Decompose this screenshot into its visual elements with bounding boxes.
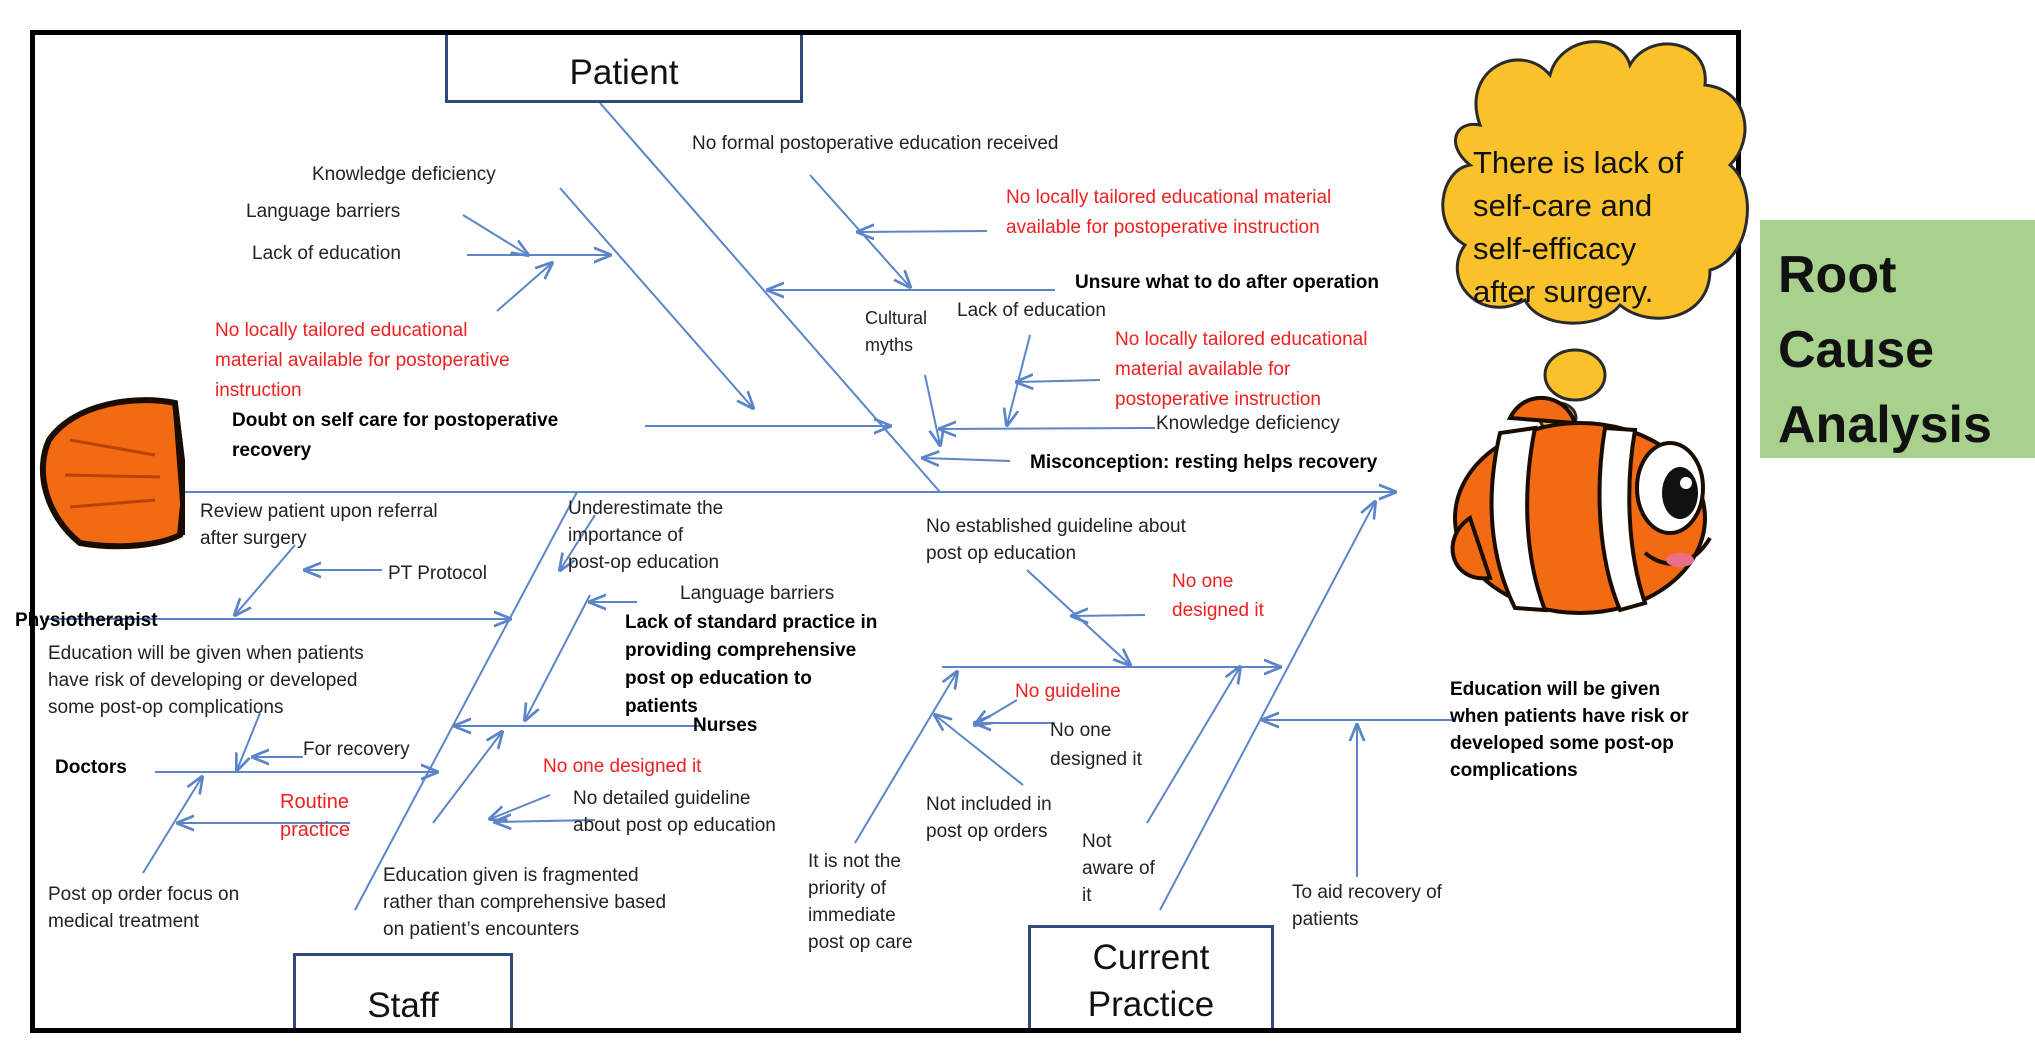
side-label-text: Root Cause Analysis	[1778, 246, 1992, 454]
problem-statement: There is lack of self-care and self-effi…	[1473, 145, 1684, 309]
label-review-patient: Review patient upon referral after surge…	[200, 501, 438, 549]
label-misconception: Misconception: resting helps recovery	[1030, 452, 1378, 473]
label-staff-language-barriers: Language barriers	[680, 583, 835, 604]
root-cause-analysis-label: Root Cause Analysis	[1760, 220, 2035, 458]
label-doctors: Doctors	[55, 757, 127, 778]
label-not-priority: It is not the priority of immediate post…	[808, 851, 913, 953]
fishbone-diagram	[45, 102, 1453, 911]
label-language-barriers: Language barriers	[246, 201, 401, 222]
label-pt-protocol: PT Protocol	[388, 563, 487, 584]
label-for-recovery: For recovery	[303, 739, 410, 760]
label-no-formal-education: No formal postoperative education receiv…	[692, 133, 1059, 154]
label-not-included: Not included in post op orders	[926, 794, 1052, 842]
label-knowledge-deficiency: Knowledge deficiency	[312, 164, 496, 185]
label-routine-practice: Routine practice	[280, 791, 351, 841]
clownfish-illustration	[1450, 395, 1712, 615]
patient-bone	[599, 102, 941, 493]
label-no-material-3: No locally tailored educational material…	[1115, 329, 1368, 410]
label-cultural-myths: Cultural myths	[865, 308, 928, 355]
practice-bone	[1159, 502, 1375, 911]
label-post-op-order: Post op order focus on medical treatment	[48, 884, 240, 932]
label-no-one-designed-practice: No one designed it	[1172, 571, 1264, 621]
staff-box: Staff	[293, 953, 513, 1028]
label-knowledge-deficiency-2: Knowledge deficiency	[1156, 413, 1340, 434]
label-physiotherapist: Physiotherapist	[15, 610, 158, 631]
label-lack-of-education: Lack of education	[252, 243, 401, 264]
label-no-established-guideline: No established guideline about post op e…	[926, 516, 1186, 564]
label-lack-standard: Lack of standard practice in providing c…	[625, 612, 878, 717]
staff-bone	[354, 491, 578, 911]
current-practice-box: Current Practice	[1028, 925, 1274, 1028]
label-education-will-be-given: Education will be given when patients ha…	[1450, 679, 1689, 781]
fish-tail-illustration	[40, 397, 185, 550]
label-underestimate: Underestimate the importance of post-op …	[568, 498, 724, 573]
label-no-detailed-guideline: No detailed guideline about post op educ…	[573, 788, 776, 836]
label-no-material-2: No locally tailored educational material…	[1006, 187, 1332, 238]
label-no-one-designed-2: No one designed it	[1050, 720, 1142, 770]
label-no-guideline: No guideline	[1015, 681, 1121, 702]
label-not-aware: Not aware of it	[1082, 831, 1155, 906]
label-fragmented: Education given is fragmented rather tha…	[383, 865, 667, 940]
label-unsure: Unsure what to do after operation	[1075, 272, 1380, 293]
label-nurses: Nurses	[693, 715, 758, 736]
patient-box: Patient	[445, 35, 803, 103]
label-no-one-designed: No one designed it	[543, 756, 702, 777]
label-no-material-1: No locally tailored educational material…	[215, 320, 510, 401]
label-to-aid-recovery: To aid recovery of patients	[1292, 882, 1442, 930]
label-doubt-self-care: Doubt on self care for postoperative rec…	[232, 410, 559, 461]
label-education-given-when: Education will be given when patients ha…	[48, 643, 364, 718]
label-lack-of-education-2: Lack of education	[957, 300, 1106, 321]
